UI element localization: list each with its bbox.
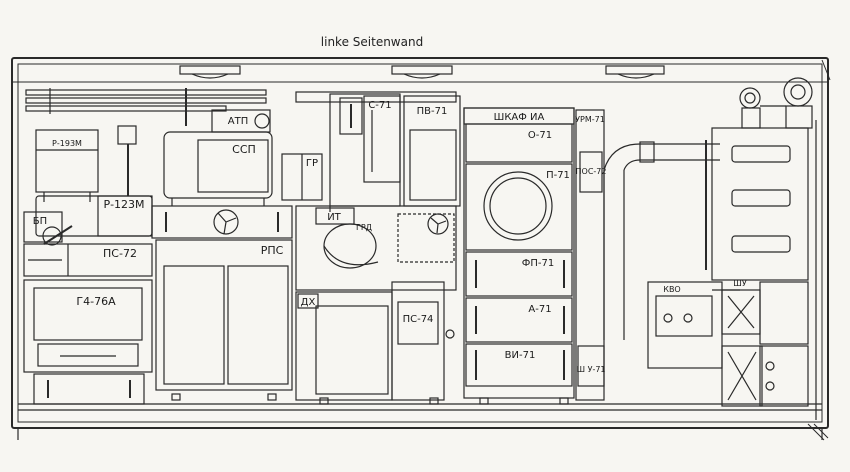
blower-left xyxy=(739,87,761,129)
label-rps: РПС xyxy=(261,244,284,257)
roof-vent-center xyxy=(391,65,453,79)
unit-o71: О-71 xyxy=(465,123,573,163)
unit-g476a: Г4-76А xyxy=(23,279,153,373)
unit-dh: ДХ xyxy=(295,291,393,401)
label-it: ИТ xyxy=(327,212,341,223)
label-gr: ГР xyxy=(306,158,318,169)
label-kvo: КВО xyxy=(663,285,680,294)
roof-vent-left xyxy=(179,65,241,79)
label-s71: С-71 xyxy=(368,100,391,111)
label-pv71: ПВ-71 xyxy=(417,106,448,117)
label-dh: ДХ xyxy=(301,297,316,308)
label-ps74: ПС-74 xyxy=(403,314,434,325)
unit-p71: П-71 xyxy=(465,163,573,251)
label-ssp: ССП xyxy=(232,143,256,156)
label-shkaf-ia: ШКАФ ИА xyxy=(494,112,545,123)
label-shu: ШУ xyxy=(733,279,747,288)
unit-s71: С-71 xyxy=(339,95,401,183)
small-junction-box xyxy=(117,125,137,145)
unit-gr: ГР xyxy=(281,153,323,201)
label-vi71: ВИ-71 xyxy=(505,350,536,361)
label-atp: АТП xyxy=(228,116,248,127)
unit-bp: БП xyxy=(23,211,73,246)
unit-urm71: УРМ-71 ПОС-72 Ш У-71 xyxy=(575,109,607,401)
label-g476a: Г4-76А xyxy=(76,295,116,308)
label-bp: БП xyxy=(33,216,47,227)
unit-r123m: Р-123М xyxy=(35,195,153,237)
lower-left-drawer xyxy=(33,373,145,405)
label-ps72: ПС-72 xyxy=(103,247,137,260)
unit-rps: РПС xyxy=(155,239,293,391)
unit-kvo: КВО ШУ xyxy=(647,279,747,369)
unit-fp71: ФП-71 xyxy=(465,251,573,297)
label-p71: П-71 xyxy=(546,170,570,181)
unit-pv71: ПВ-71 xyxy=(403,95,461,207)
roof-vent-right xyxy=(605,65,665,79)
label-o71: О-71 xyxy=(528,130,552,141)
right-edge-marks xyxy=(807,59,831,441)
blower-right xyxy=(783,77,813,129)
unit-it-grd: ИТ ГРД xyxy=(295,205,457,291)
label-a71: А-71 xyxy=(528,304,551,315)
unit-vi71: ВИ-71 xyxy=(465,343,573,387)
unit-ssp: ССП xyxy=(163,131,273,206)
rps-fan-shelf xyxy=(151,205,293,239)
unit-atp: АТП xyxy=(211,109,271,133)
outer-wall-frame xyxy=(11,57,829,440)
duct-pipe xyxy=(603,141,720,340)
label-grd: ГРД xyxy=(356,223,372,232)
top-left-rails xyxy=(25,88,267,126)
unit-ps72: ПС-72 xyxy=(23,243,153,277)
diagram-title: linke Seitenwand xyxy=(321,35,423,49)
label-urm71: УРМ-71 xyxy=(575,115,605,124)
unit-ps74: ПС-74 xyxy=(391,281,455,401)
heater-cabinet xyxy=(705,127,809,281)
floor-feet xyxy=(171,393,569,405)
label-fp71: ФП-71 xyxy=(522,258,554,269)
unit-p193m: Р-193М xyxy=(35,129,99,202)
label-pos72: ПОС-72 xyxy=(576,167,607,176)
lower-right-fan-boxes xyxy=(721,281,809,407)
label-r123m: Р-123М xyxy=(103,198,144,211)
unit-a71: А-71 xyxy=(465,297,573,343)
label-shu71: Ш У-71 xyxy=(576,365,605,374)
label-p193m: Р-193М xyxy=(52,139,82,148)
